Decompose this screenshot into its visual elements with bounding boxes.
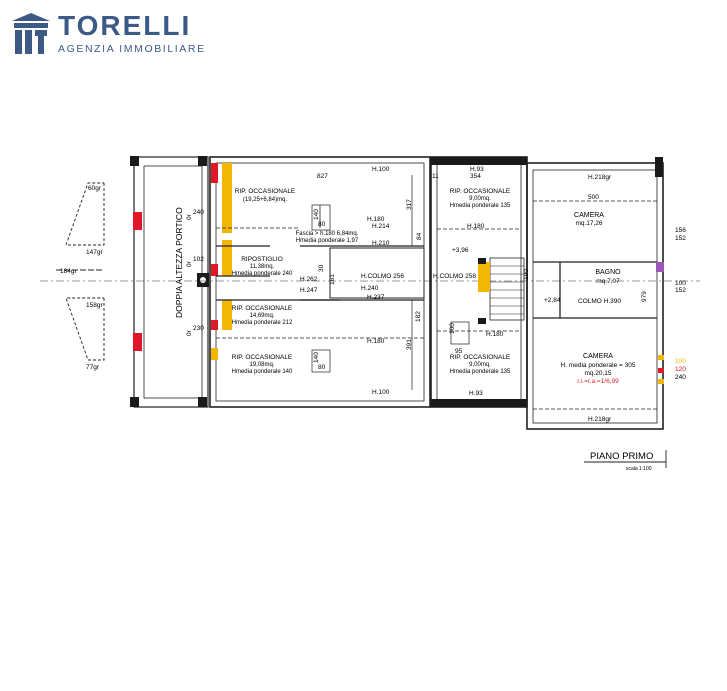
- roof-slope-marks: [56, 182, 105, 361]
- dim-100-a: 100: [449, 323, 456, 334]
- dim-100-c: 100: [675, 358, 686, 365]
- room-4-name: RIP. OCCASIONALE: [232, 354, 293, 361]
- plan-scale: scala 1:100: [626, 466, 652, 472]
- title-block: PIANO PRIMO scala 1:100: [584, 450, 667, 472]
- brand-name: TORELLI: [58, 10, 192, 41]
- room-4-height: Hmedia ponderale 140: [232, 369, 293, 375]
- dim-95: 95: [455, 348, 463, 355]
- dim-h247: H.247: [300, 287, 318, 294]
- room-2-area: 11,38mq.: [250, 264, 275, 270]
- dim-827: 827: [317, 173, 328, 180]
- room-5-area: 9,00mq.: [469, 196, 491, 202]
- room-3-name: RIP. OCCASIONALE: [232, 305, 293, 312]
- slope-60: 60gr: [88, 185, 102, 192]
- dim-colmo-258: H.COLMO 258: [433, 273, 476, 280]
- logo-building-icon: [12, 12, 50, 55]
- room-6-name: RIP. OCCASIONALE: [450, 354, 511, 361]
- dim-h180-a: H.180: [367, 216, 385, 223]
- dim-140-b: 140: [313, 352, 320, 363]
- slope-184: 184gr: [60, 268, 77, 275]
- room-3-area: 14,69mq.: [249, 313, 274, 319]
- dim-0r-b: 0r: [186, 260, 193, 267]
- room-6-height: Hmedia ponderale 135: [450, 369, 511, 375]
- dim-h240: H.240: [361, 285, 379, 292]
- dim-h180-d: H.180: [367, 338, 385, 345]
- room-1-name: RIP. OCCASIONALE: [235, 188, 296, 195]
- dim-h180-c: H.180: [486, 331, 504, 338]
- dim-11: 11: [432, 173, 439, 180]
- fascia-line-2: Hmedia ponderale 1,97: [296, 238, 359, 244]
- left-block: [209, 156, 431, 408]
- dim-140-a: 140: [313, 209, 320, 220]
- dim-h210: H.210: [372, 240, 390, 247]
- dim-80-a: 80: [318, 221, 326, 228]
- room-2-name: RIPOSTIGLIO: [241, 256, 283, 263]
- dim-84: 84: [416, 232, 423, 240]
- dim-152-a: 152: [675, 235, 686, 242]
- dim-102: 102: [193, 256, 204, 263]
- dim-h237: H.237: [367, 294, 385, 301]
- dim-396: +3,96: [452, 247, 469, 254]
- agency-logo: TORELLI AGENZIA IMMOBILIARE: [12, 12, 206, 55]
- dim-284: +2,84: [544, 297, 561, 304]
- room-8-area: mq.7,07: [596, 278, 620, 285]
- room-8-name: BAGNO: [595, 269, 621, 276]
- portico: [40, 156, 700, 408]
- dim-colmo-390: COLMO H.390: [578, 298, 621, 305]
- room-1-area: (19,25+6,84)mq.: [243, 197, 288, 203]
- dim-354: 354: [470, 173, 481, 180]
- dim-h93-top: H.93: [470, 166, 484, 173]
- room-5-height: Hmedia ponderale 135: [450, 203, 511, 209]
- dim-317: 317: [406, 199, 413, 210]
- dim-h218-top: H.218gr: [588, 174, 612, 181]
- slope-77: 77gr: [86, 364, 100, 371]
- right-block: [526, 157, 664, 430]
- room-7-area: mq.17,26: [575, 220, 602, 227]
- slope-158: 158gr: [86, 302, 103, 309]
- ratio-label: r.i.=r.a.=1/6,99: [577, 378, 619, 385]
- dim-h180-b: H.180: [467, 223, 485, 230]
- dim-80-b: 80: [318, 364, 326, 371]
- dim-h93-bottom: H.93: [469, 390, 483, 397]
- dim-0r-c: 0r: [186, 329, 193, 336]
- fascia-line-1: Fascia > h.180 6,84mq.: [296, 231, 359, 237]
- dim-h100-top: H.100: [372, 166, 390, 173]
- dim-0r-a: 0r: [186, 213, 193, 220]
- room-9-area: mq.20,15: [584, 370, 611, 377]
- room-7-name: CAMERA: [574, 212, 604, 219]
- dim-979: 979: [641, 291, 648, 302]
- room-9-name: CAMERA: [583, 353, 613, 360]
- dim-500: 500: [588, 194, 599, 201]
- room-4-area: 19,08mq.: [249, 362, 274, 368]
- room-6-area: 9,00mq.: [469, 362, 491, 368]
- dim-h218-bottom: H.218gr: [588, 416, 612, 423]
- dim-161: 161: [329, 274, 336, 285]
- dim-120: 120: [675, 366, 686, 373]
- room-9-height: H. media ponderale = 305: [561, 362, 636, 369]
- dim-100-b: 100: [675, 280, 686, 287]
- dim-240: 240: [193, 209, 204, 216]
- room-5-name: RIP. OCCASIONALE: [450, 188, 511, 195]
- room-3-height: Hmedia ponderale 212: [232, 320, 293, 326]
- portico-label: DOPPIA ALTEZZA PORTICO: [174, 207, 184, 318]
- dim-152-b: 152: [675, 287, 686, 294]
- dim-240-b: 240: [675, 374, 686, 381]
- dim-190: 190: [523, 269, 530, 280]
- room-labels: RIP. OCCASIONALE (19,25+6,84)mq. RIPOSTI…: [232, 188, 636, 385]
- dim-156: 156: [675, 227, 686, 234]
- dim-30: 30: [318, 264, 325, 272]
- brand-tagline: AGENZIA IMMOBILIARE: [58, 43, 206, 55]
- dimension-labels: H.100 827 11 H.93 354 H.218gr 500 H.180 …: [186, 166, 686, 423]
- dim-h214: H.214: [372, 223, 390, 230]
- dim-230: 230: [193, 325, 204, 332]
- room-2-height: Hmedia ponderale 240: [232, 271, 293, 277]
- dim-391: 391: [406, 339, 413, 350]
- dim-colmo-256: H.COLMO 256: [361, 273, 404, 280]
- slope-147: 147gr: [86, 249, 103, 256]
- dim-h262: H.262: [300, 276, 318, 283]
- dim-182: 182: [415, 311, 422, 322]
- dim-h100-bottom: H.100: [372, 389, 390, 396]
- plan-title: PIANO PRIMO: [590, 451, 653, 462]
